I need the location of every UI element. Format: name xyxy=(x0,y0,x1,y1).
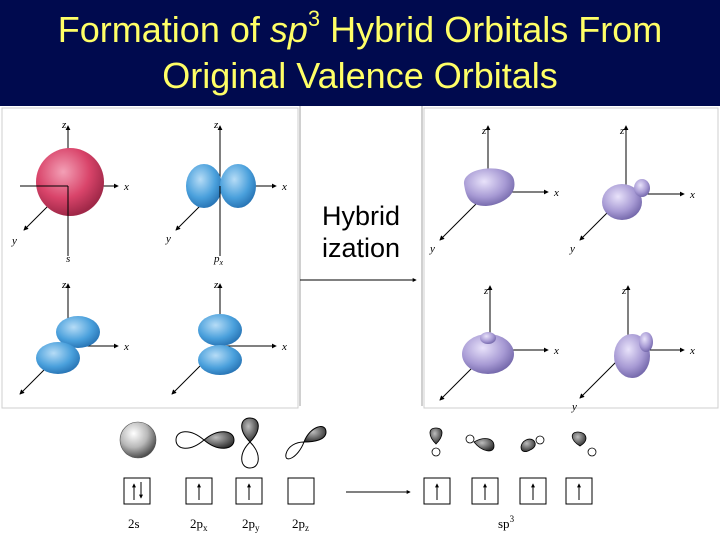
slide-title-line-1: Formation of sp3 Hybrid Orbitals From xyxy=(0,8,720,50)
label-2px: 2px xyxy=(190,516,208,533)
bottom-orbital-row xyxy=(119,417,597,494)
2px-lobe-left-icon xyxy=(175,431,205,449)
2pz-electron-box xyxy=(287,477,315,505)
axis-label-y: y xyxy=(11,235,17,247)
title-prefix: Formation of xyxy=(57,9,270,50)
axis-label-x: x xyxy=(123,181,129,193)
axis-label-z: z xyxy=(481,125,487,137)
px-caption: px xyxy=(213,253,224,267)
axis-label-x: x xyxy=(689,345,695,357)
sp3-shape-2-icon xyxy=(473,438,495,452)
slide-title-line-2: Original Valence Orbitals xyxy=(162,55,558,96)
hybridization-line-2: ization xyxy=(321,233,401,263)
pz-lobe-bottom xyxy=(198,345,242,375)
axis-label-y: y xyxy=(569,243,575,255)
sp3-lobe-4-small xyxy=(639,332,653,352)
2px-lobe-right-icon xyxy=(203,431,235,449)
sp3-lobe-2-small xyxy=(634,179,650,197)
axis-label-x: x xyxy=(123,341,129,353)
label-2s: 2s xyxy=(128,516,140,531)
axis-label-z: z xyxy=(483,285,489,297)
electron-boxes xyxy=(123,477,593,505)
label-sp3: sp3 xyxy=(498,514,515,531)
2s-electron-box xyxy=(123,477,151,505)
py-lobe-back xyxy=(56,316,100,348)
sp3-hybrid-plot-4: z x y xyxy=(571,285,695,413)
2pz-lobe-upper-icon xyxy=(303,426,327,443)
sp3-lobe-3 xyxy=(462,334,514,374)
py-lobe-front xyxy=(36,342,80,374)
axis-label-z: z xyxy=(61,279,67,291)
axis-label-y: y xyxy=(429,243,435,255)
sp3-shape-3-icon xyxy=(520,438,536,452)
py-orbital-plot: z x xyxy=(19,279,129,395)
axis-label-z: z xyxy=(621,285,627,297)
hybridization-label: Hybrid ization xyxy=(302,200,420,264)
s-orbital-plot: z x y s xyxy=(11,119,129,265)
label-2py: 2py xyxy=(242,516,260,533)
px-orbital-plot: z x y px xyxy=(165,119,287,267)
right-panel-border xyxy=(423,107,719,409)
sp3-shape-4-icon xyxy=(571,431,587,447)
2pz-lobe-lower-icon xyxy=(285,441,305,460)
sp3-hybrid-plot-3: z x xyxy=(439,285,559,401)
sp3-shape-1-icon xyxy=(429,427,443,445)
axis-label-z: z xyxy=(213,279,219,291)
axis-label-x: x xyxy=(281,181,287,193)
axis-label-x: x xyxy=(281,341,287,353)
sp3-lobe-1 xyxy=(463,168,515,206)
pz-orbital-plot: z x xyxy=(171,279,287,395)
axis-label-z: z xyxy=(619,125,625,137)
px-lobe-left xyxy=(186,164,222,208)
sp3-hybrid-plot-2: z x y xyxy=(569,125,695,255)
title-suffix: Hybrid Orbitals From xyxy=(320,9,663,50)
axis-label-z: z xyxy=(213,119,219,131)
2py-lobe-bottom-icon xyxy=(241,441,259,469)
px-lobe-right xyxy=(220,164,256,208)
title-bar: Formation of sp3 Hybrid Orbitals From Or… xyxy=(0,0,720,106)
axis-label-y: y xyxy=(165,233,171,245)
axis-label-x: x xyxy=(689,189,695,201)
hybridization-line-1: Hybrid xyxy=(321,201,401,231)
axis-label-x: x xyxy=(553,345,559,357)
s-orbital-sphere xyxy=(36,148,104,216)
2s-sphere-icon xyxy=(119,421,157,459)
orbital-figure: z x y s z x y px z x z x xyxy=(1,106,719,533)
sp3-lobe-2 xyxy=(602,184,642,220)
axis-label-z: z xyxy=(61,119,67,131)
axis-label-y: y xyxy=(571,401,577,413)
pz-lobe-top xyxy=(198,314,242,346)
s-orbital-caption: s xyxy=(66,253,70,265)
sp3-lobe-3-small xyxy=(480,332,496,344)
label-2pz: 2pz xyxy=(292,516,309,533)
2py-lobe-top-icon xyxy=(241,417,259,443)
title-superscript: 3 xyxy=(307,6,321,31)
bottom-labels: 2s 2px 2py 2pz sp3 xyxy=(128,514,515,533)
left-panel-border xyxy=(1,107,299,409)
axis-label-x: x xyxy=(553,187,559,199)
title-sp: sp xyxy=(269,9,308,50)
sp3-hybrid-plot-1: z x y xyxy=(429,125,559,255)
